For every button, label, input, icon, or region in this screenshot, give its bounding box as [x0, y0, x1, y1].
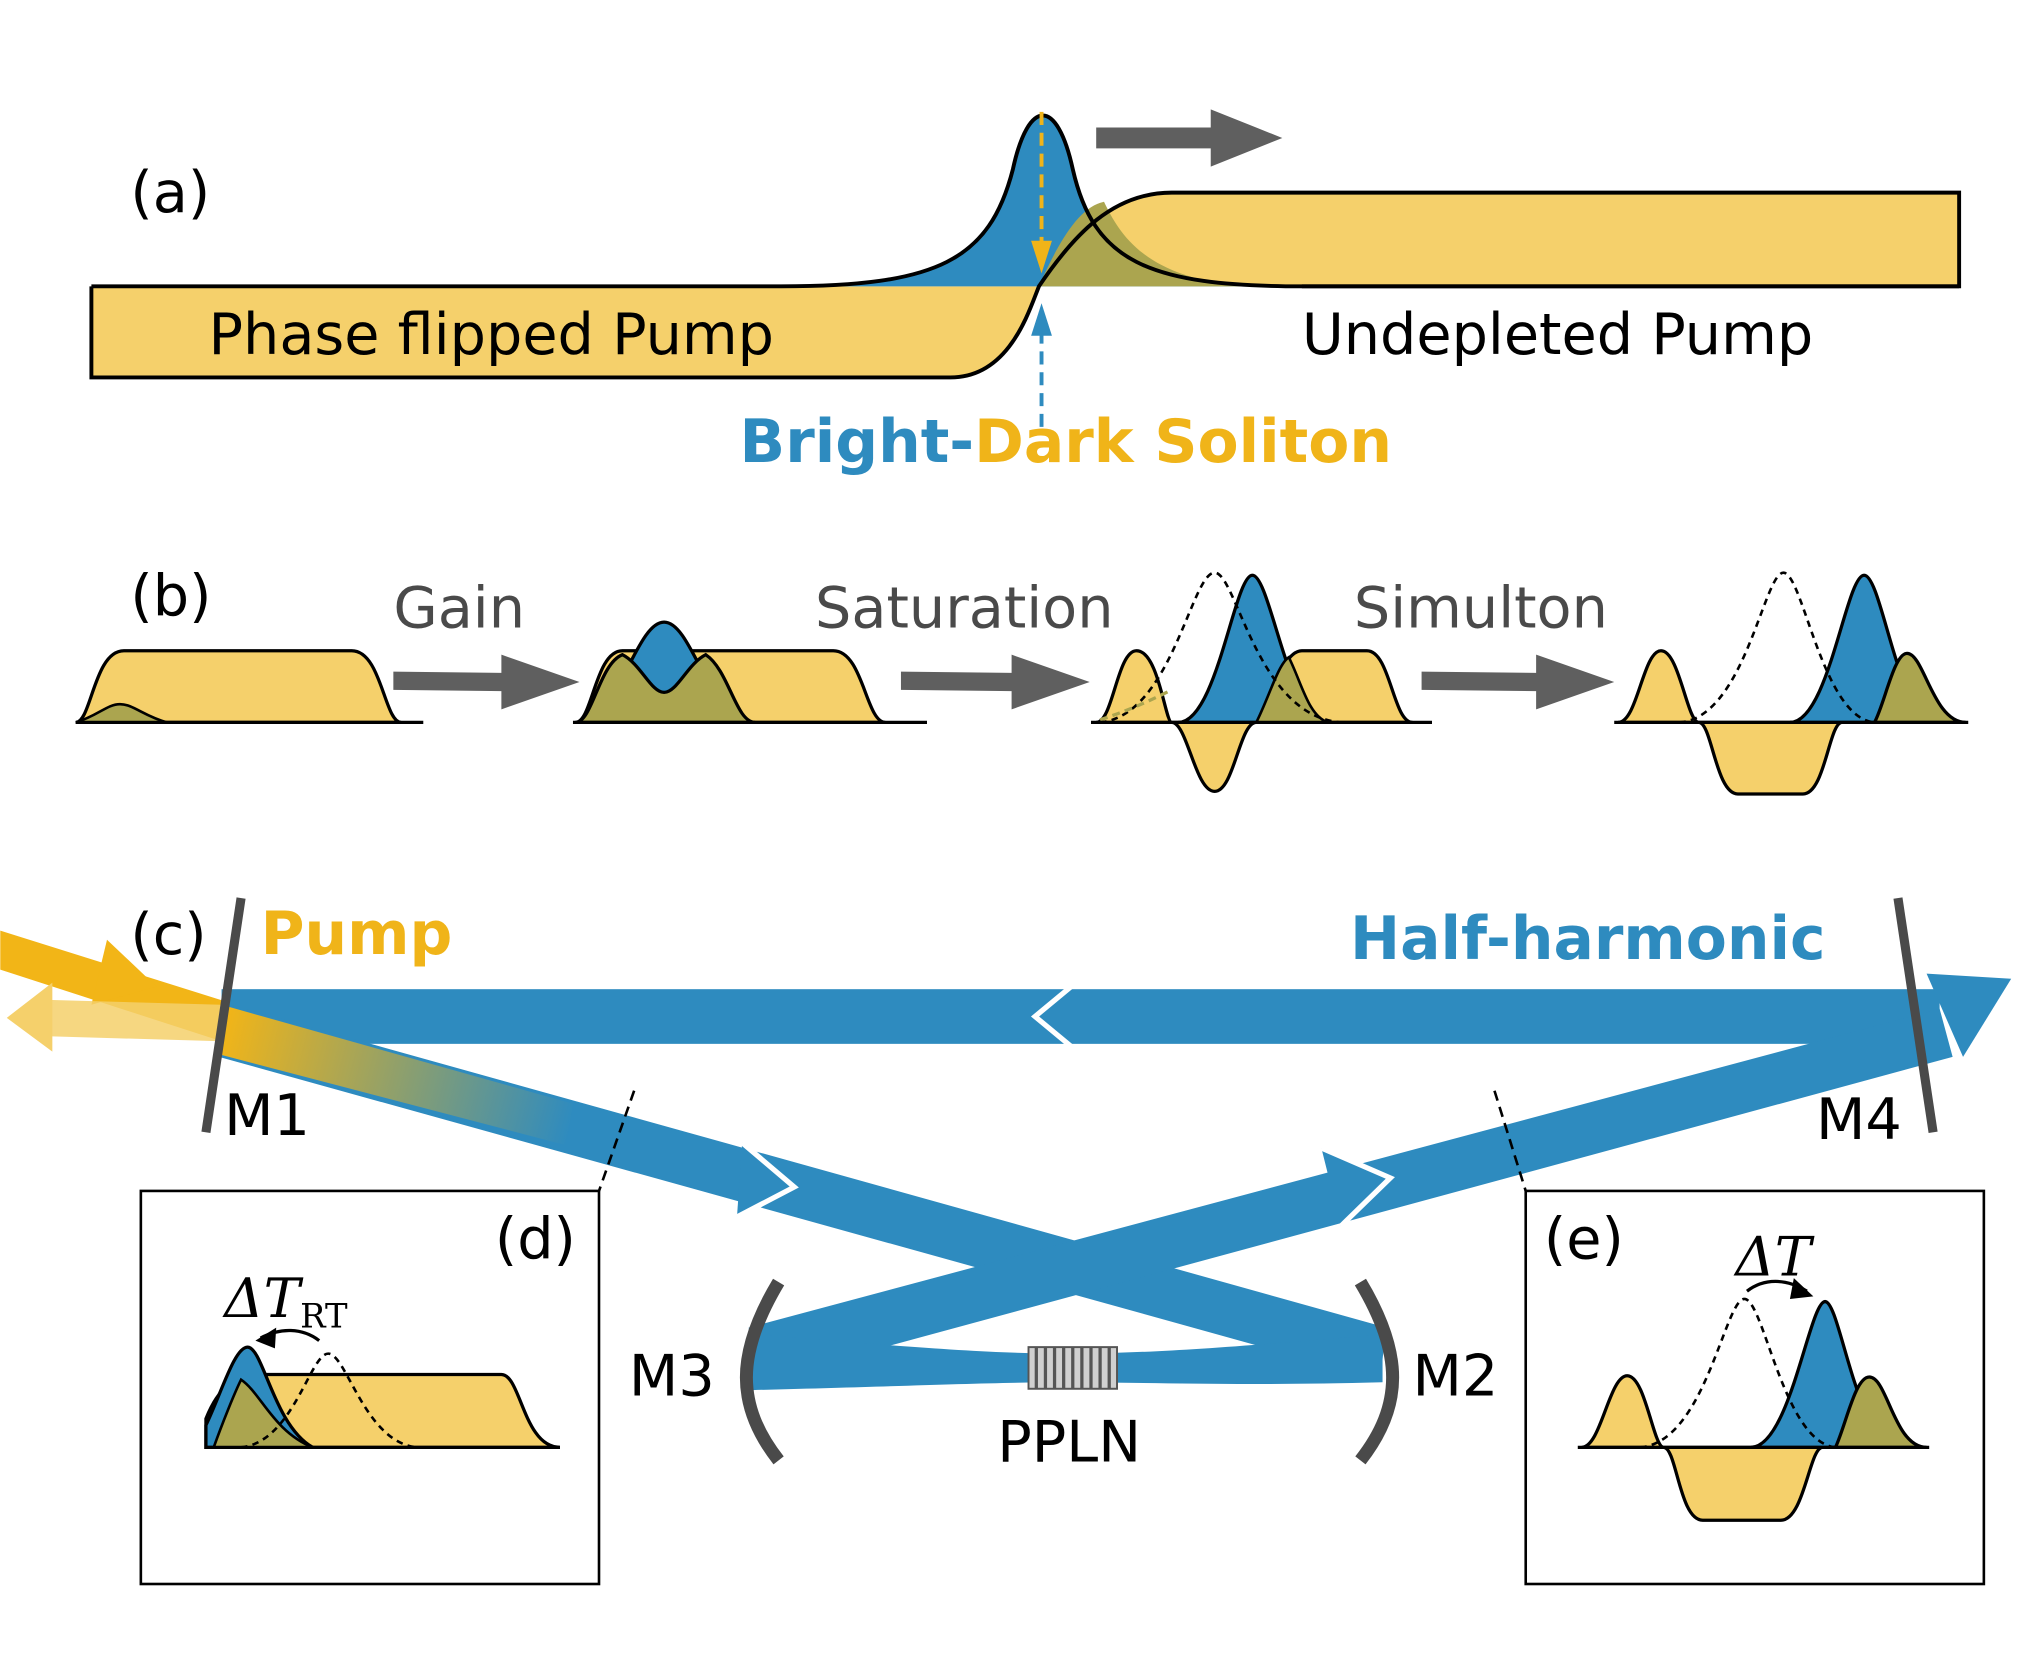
- soliton-label-bright: Bright-: [740, 407, 975, 477]
- simulton-label: Simulton: [1354, 574, 1608, 641]
- ppln-label: PPLN: [997, 1409, 1141, 1476]
- shift-arrowhead: [1789, 1278, 1814, 1299]
- panel-c-tag: (c): [130, 901, 206, 968]
- mirror-m1: [201, 897, 246, 1134]
- pump-pulse-right-lobe: [1832, 1375, 1927, 1449]
- panel-d-tag: (d): [495, 1206, 576, 1273]
- mirror-m2: [1354, 1278, 1399, 1465]
- previous-signal-dotted: [1679, 571, 1875, 724]
- panel-c: PPLN (c) Pump Half-harmonic M1 M4 M3 M2: [0, 897, 2012, 1476]
- delta-t-rt-label: ΔTRT: [222, 1266, 348, 1335]
- propagation-arrow: [1096, 109, 1283, 167]
- delta-symbol: ΔT: [222, 1266, 303, 1330]
- pump-pulse-negative-lobe: [1698, 720, 1843, 796]
- shifted-signal-dotted: [240, 1352, 560, 1449]
- undepleted-pump-region: [1038, 192, 1960, 287]
- seed-signal: [75, 702, 168, 724]
- overlap: [575, 652, 756, 724]
- half-harmonic-label: Half-harmonic: [1350, 904, 1825, 974]
- mirror-m1-label: M1: [224, 1082, 310, 1149]
- pump-envelope-outline: [89, 190, 1962, 380]
- output-arrow: [1926, 973, 2012, 1057]
- pulse-stage-simulton: [1614, 571, 1969, 796]
- pump-pulse-right-lobe: [1871, 651, 1966, 724]
- mirror-m3: [740, 1278, 785, 1465]
- return-beam-direction-chevron: [1030, 976, 1083, 1057]
- overlap: [211, 1377, 314, 1449]
- phase-flipped-pump-label: Phase flipped Pump: [209, 301, 774, 368]
- mirror-m4: [1893, 897, 1938, 1134]
- pump-pulse-left-lobe: [1581, 1374, 1665, 1449]
- mirror-m3-label: M3: [629, 1342, 715, 1409]
- gain-label: Gain: [393, 574, 525, 641]
- beam-arrow-m1-m2: [735, 1140, 799, 1220]
- soliton-label-dark: Dark Soliton: [974, 407, 1392, 477]
- previous-signal-dotted: [1640, 1297, 1836, 1449]
- pump-label: Pump: [261, 899, 453, 969]
- pump-pulse-negative-lobe: [1662, 1445, 1824, 1522]
- shift-arrowhead: [255, 1327, 277, 1349]
- ppln-crystal: [1027, 1346, 1118, 1390]
- pump-dotted-trace: [1099, 688, 1173, 722]
- delta-t-label: ΔT: [1733, 1225, 1814, 1289]
- dark-soliton-marker-arrowhead: [1031, 240, 1052, 274]
- mirror-m2-label: M2: [1412, 1342, 1498, 1409]
- pump-pulse-negative-lobe: [1171, 720, 1257, 793]
- return-beam: [221, 989, 1940, 1044]
- saturation-label: Saturation: [815, 574, 1113, 641]
- simulton-arrow: [1421, 654, 1615, 710]
- panel-a: (a) Phase flipped Pump Undepleted Pump B…: [89, 109, 1962, 477]
- pump-pulse: [75, 649, 402, 724]
- panel-b-tag: (b): [130, 563, 211, 630]
- bright-soliton-pulse: [91, 115, 1302, 287]
- pump-pulse-left-lobe: [1617, 649, 1700, 724]
- pulse-stage-saturation: [1090, 571, 1432, 793]
- pump-reflected-beam: [39, 999, 222, 1042]
- panel-a-tag: (a): [130, 159, 210, 226]
- pulse-stage-initial: [75, 649, 424, 724]
- soliton-label: Bright-Dark Soliton: [740, 407, 1392, 477]
- inset-d-connector: [597, 1090, 636, 1192]
- pump-input-arrowhead: [91, 939, 157, 1005]
- mirror-m4-label: M4: [1816, 1086, 1902, 1153]
- pulse-stage-gain: [572, 620, 927, 724]
- phase-flipped-pump-region: [91, 286, 1039, 378]
- pump-beam-gradient: [218, 1004, 573, 1146]
- panel-e: (e) ΔT: [1524, 1189, 1986, 1586]
- delta-subscript: RT: [300, 1297, 348, 1336]
- pump-pulse-left-lobe: [1095, 649, 1174, 724]
- undepleted-pump-label: Undepleted Pump: [1302, 301, 1813, 368]
- beam-arrow-m3-m4: [1320, 1145, 1395, 1228]
- bright-soliton-marker-arrowhead: [1031, 303, 1052, 336]
- panel-d: (d) ΔTRT: [139, 1189, 601, 1586]
- panel-e-tag: (e): [1544, 1206, 1624, 1273]
- inset-e-connector: [1493, 1090, 1527, 1192]
- panel-b: (b) Gain Saturation: [75, 563, 1969, 796]
- pump-reflected-arrowhead: [6, 982, 53, 1052]
- gain-arrow: [393, 654, 580, 710]
- saturation-arrow: [900, 654, 1090, 710]
